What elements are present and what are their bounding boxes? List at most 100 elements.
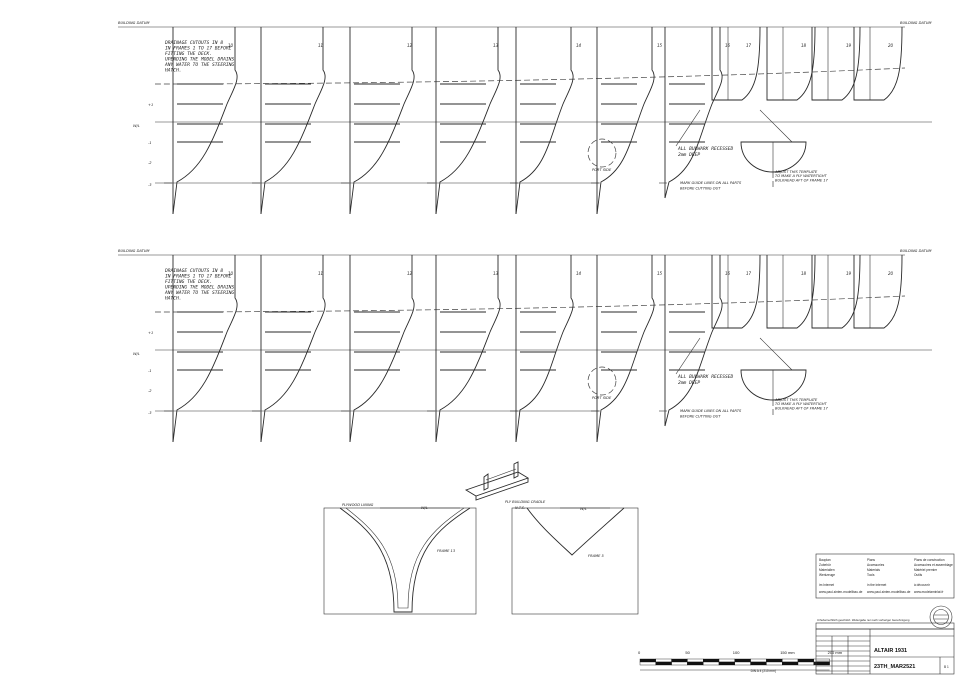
drainage-note: FITTING THE DECK. (165, 279, 212, 285)
level-mark: -2 (148, 389, 152, 393)
frame-number: 14 (576, 43, 582, 48)
frame-outline (596, 27, 655, 215)
info-label: Plans (867, 558, 875, 562)
drainage-note: UPENDING THE MODEL DRAINS (165, 57, 234, 63)
template-note: ADJUST THIS TEMPLATE (774, 170, 818, 174)
scale-segment (797, 658, 815, 663)
info-label: Accessories (867, 563, 885, 567)
level-mark: -3 (148, 183, 152, 187)
info-label: Plans de construction (914, 558, 945, 562)
frame-outline (811, 254, 861, 329)
frame-number: 15 (657, 43, 663, 48)
building-datum-label-right: BUILDING DATUM (900, 21, 932, 25)
frame-number: 11 (318, 271, 323, 276)
info-label: Outils (914, 573, 923, 577)
frame-number: 10 (228, 271, 234, 276)
copyright-note: Urheberrechtlich geschützt. Weitergabe n… (817, 618, 910, 622)
scale-segment (655, 658, 672, 663)
scale-segment (734, 658, 751, 663)
plywood-lining-label: PLYWOOD LINING (342, 503, 374, 507)
scale-segment (639, 661, 657, 666)
frame-number: 12 (407, 43, 413, 48)
scale-tick-label: 150 mm (780, 650, 795, 655)
frame-number: 17 (746, 271, 752, 276)
frame-outline (596, 255, 655, 443)
frame-outline (664, 27, 723, 199)
scale-segment (655, 661, 672, 666)
frame-outline (811, 26, 861, 101)
info-label: Matériel premier (914, 568, 938, 572)
frame-13-detail: PLYWOOD LINING W/L FRAME 13 (323, 503, 477, 615)
guide-note: MARK GUIDE LINES ON ALL PARTS (680, 181, 742, 185)
drainage-note: FITTING THE DECK. (165, 51, 212, 57)
frame-outline (664, 255, 723, 427)
drainage-note: ANY WATER TO THE STEERING (164, 290, 234, 296)
scale-tick-label: 200 mm (828, 650, 843, 655)
scale-segment (671, 661, 688, 666)
bulkhead-template (740, 369, 807, 401)
frame-number: 15 (657, 271, 663, 276)
wl-label: W/L (133, 124, 140, 128)
scale-segment (734, 661, 751, 666)
frame-number: 19 (846, 271, 852, 276)
bulwark-note: ALL BULWARK RECESSED (677, 146, 734, 152)
wl-label: W/L (133, 352, 140, 356)
detail-wl-label: W/L (421, 506, 428, 510)
drainage-note: IN FRAMES 1 TO 17 BEFORE (165, 46, 232, 52)
template-note: BULKHEAD AFT OF FRAME 17 (775, 178, 829, 182)
detail-wl-label-b: W/L (580, 507, 587, 511)
frame-outline (766, 26, 816, 101)
title-block-grid (816, 636, 870, 674)
scale-segment (813, 661, 830, 666)
frame-outline (766, 254, 816, 329)
frame-outline (515, 27, 574, 215)
scale-segment (750, 661, 767, 666)
frame-number: 18 (801, 43, 807, 48)
drainage-note: DRAINAGE CUTOUTS IN 8 (164, 268, 223, 274)
frame-5-label: FRAME 5 (588, 554, 605, 558)
scale-segment (750, 658, 767, 663)
guide-note: BEFORE CUTTING OUT (680, 187, 721, 191)
drainage-note: IN FRAMES 1 TO 17 BEFORE (165, 274, 232, 280)
port-side-detail (587, 366, 617, 396)
frame-outline (349, 255, 415, 443)
frame-outline (260, 255, 326, 443)
info-url: www.paul-sinten-modellbau.de (819, 590, 863, 594)
level-mark: +1 (148, 103, 153, 107)
scale-segment (703, 658, 720, 663)
scale-segment (687, 658, 704, 663)
frame-outline (515, 255, 574, 443)
building-datum-label-right: BUILDING DATUM (900, 249, 932, 253)
bulkhead-template (740, 141, 807, 173)
frame-number: 10 (228, 43, 234, 48)
frame-number: 17 (746, 43, 752, 48)
drainage-note: DRAINAGE CUTOUTS IN 8 (164, 40, 223, 46)
template-note: TO MAKE A PLY WATERTIGHT (775, 402, 828, 406)
info-url: www.modelaminlat.fr (914, 590, 944, 594)
frame-outline (260, 27, 326, 215)
port-side-label: PORT SIDE (592, 168, 612, 172)
info-label: Materials (867, 568, 880, 572)
template-note: TO MAKE A PLY WATERTIGHT (775, 174, 828, 178)
building-cradle-detail: PLY BUILDING CRADLE N.T.S. (464, 461, 546, 510)
port-side-detail (587, 138, 617, 168)
bulwark-note: ALL BULWARK RECESSED (677, 374, 734, 380)
bulwark-note: 2mm DEEP (678, 380, 700, 386)
info-url: www.paul-sinten-modellbau.de (867, 590, 911, 594)
drainage-note: HATCH. (164, 296, 182, 302)
scale-tick-label: 100 (733, 650, 740, 655)
level-mark: -2 (148, 161, 152, 165)
info-label: Bauplan (819, 558, 831, 562)
frame-number: 14 (576, 271, 582, 276)
drainage-note: ANY WATER TO THE STEERING (164, 62, 234, 68)
template-note: ADJUST THIS TEMPLATE (774, 398, 818, 402)
info-label: Accessoires et assemblage (914, 563, 953, 567)
info-box: Bauplan Zubehör Materialien Werkzeuge Pl… (815, 553, 955, 599)
info-label: Tools (867, 573, 875, 577)
frame-outline (853, 26, 903, 101)
leader-line (759, 337, 793, 371)
frame-outline (853, 254, 903, 329)
